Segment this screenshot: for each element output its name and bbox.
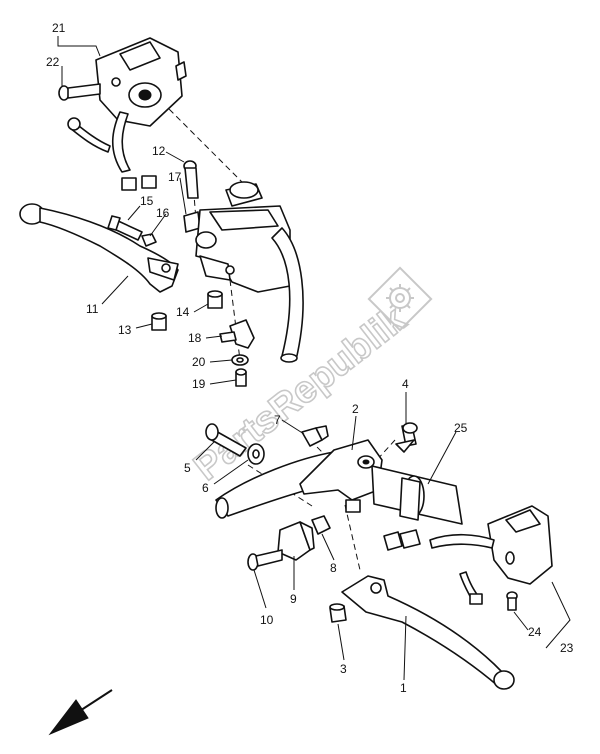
callout-1: 1 (400, 681, 407, 695)
lever-collar (151, 312, 167, 331)
callout-3: 3 (340, 662, 347, 676)
guide-line (229, 279, 241, 361)
callout-4: 4 (402, 377, 409, 391)
callout-10: 10 (260, 613, 274, 627)
throttle-grip (371, 465, 463, 525)
brake-lever (341, 575, 515, 690)
spacer-collar (207, 290, 223, 309)
right-switch-wiring (383, 529, 495, 605)
switch-holder (277, 521, 315, 561)
lever-holder (299, 439, 383, 513)
callout-12: 12 (152, 144, 166, 158)
left-handlebar-switch (95, 37, 187, 127)
callout-20: 20 (192, 355, 206, 369)
arrow-down-left-icon (48, 689, 113, 736)
master-cylinder-bolt (183, 160, 199, 199)
callout-17: 17 (168, 170, 182, 184)
small-screw (235, 368, 247, 387)
callout-14: 14 (176, 305, 190, 319)
brake-lever-collar (329, 603, 347, 623)
callout-19: 19 (192, 377, 206, 391)
pivot-bolt (205, 423, 247, 457)
callout-15: 15 (140, 194, 154, 208)
guide-line (154, 94, 251, 191)
clutch-lever (19, 203, 179, 293)
callout-13: 13 (118, 323, 132, 337)
guide-line (344, 504, 361, 571)
leader-line (281, 419, 305, 435)
callout-5: 5 (184, 461, 191, 475)
leader-line (165, 151, 185, 163)
leader-line (195, 441, 215, 461)
lever-bolt (107, 215, 143, 241)
leader-line (403, 615, 407, 681)
leader-line (135, 323, 153, 329)
callout-18: 18 (188, 331, 202, 345)
leader-line (321, 533, 335, 561)
callout-8: 8 (330, 561, 337, 575)
callout-23: 23 (560, 641, 574, 655)
holder-screw (247, 549, 283, 571)
leader-line (149, 213, 167, 237)
switch-wiring (67, 111, 157, 191)
leader-line (545, 581, 571, 649)
switch-screw (58, 83, 101, 101)
brake-hose (271, 227, 304, 363)
callout-21: 21 (52, 21, 66, 35)
lever-nut (141, 233, 157, 247)
leader-line (209, 359, 233, 363)
right-handlebar-switch (487, 505, 553, 585)
leader-line (101, 275, 129, 305)
callout-11: 11 (86, 302, 99, 316)
leader-line (427, 431, 457, 485)
master-cylinder (195, 181, 291, 293)
callout-9: 9 (290, 592, 297, 606)
callout-6: 6 (202, 481, 209, 495)
holder-nut (301, 425, 329, 447)
callout-24: 24 (528, 625, 542, 639)
leader-line (57, 36, 101, 57)
leader-line (351, 415, 357, 451)
leader-line (209, 379, 237, 385)
pivot-nut (247, 443, 265, 465)
leader-line (127, 205, 141, 221)
switch-bracket (219, 319, 255, 349)
leader-line (513, 611, 529, 631)
leader-line (179, 177, 187, 215)
leader-line (193, 303, 209, 313)
leader-line (337, 623, 345, 661)
holder-bolt (395, 422, 418, 453)
gear-icon (367, 266, 433, 332)
washer (231, 354, 249, 366)
guide-line (247, 464, 313, 507)
lever-pivot-nut (311, 515, 331, 535)
right-switch-screw (506, 591, 518, 611)
leader-line (213, 459, 249, 485)
callout-2: 2 (352, 402, 359, 416)
leader-line (205, 335, 223, 339)
callout-7: 7 (274, 413, 281, 427)
leader-line (253, 569, 267, 609)
callout-25: 25 (454, 421, 468, 435)
callout-22: 22 (46, 55, 60, 69)
callout-16: 16 (156, 206, 170, 220)
